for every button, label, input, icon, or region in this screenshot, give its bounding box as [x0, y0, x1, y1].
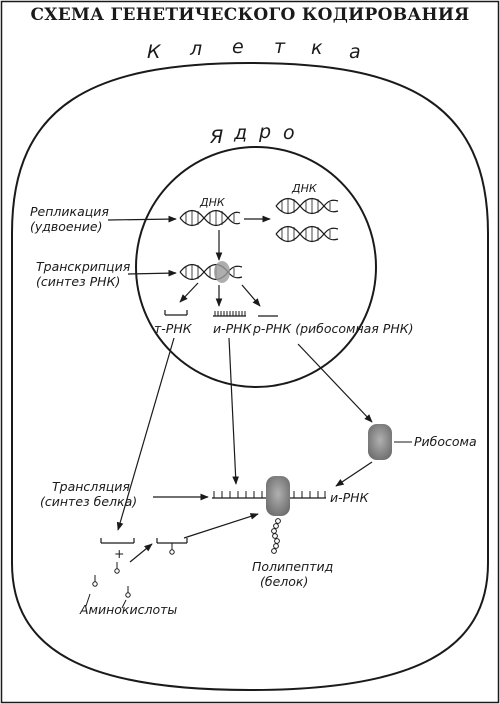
dna-transcription-helix	[179, 263, 243, 281]
t-rna-shape	[164, 310, 188, 316]
nucleus-letter: о	[283, 122, 295, 144]
amino-acids-label: Аминокислоты	[79, 602, 177, 617]
translation-label: Трансляция	[52, 479, 130, 494]
i-rna-label: и-РНК	[213, 321, 253, 336]
replication-sublabel: (удвоение)	[30, 219, 103, 234]
ribosome-translating	[266, 476, 290, 516]
nucleus	[135, 146, 377, 388]
amino-acid-loose	[114, 562, 120, 574]
cell-letter: К	[147, 41, 162, 63]
cell-letter: а	[349, 41, 361, 63]
dna-main-helix	[179, 209, 241, 227]
dna-main-label: ДНК	[199, 196, 226, 209]
ribosome-label: Рибосома	[414, 434, 477, 449]
translation-sublabel: (синтез белка)	[40, 494, 137, 509]
dna-copy-helix-1	[275, 197, 339, 215]
r-rna-label: р-РНК (рибосомная РНК)	[252, 321, 414, 336]
cell-letter: е	[232, 36, 244, 58]
plus-sign: +	[114, 546, 124, 561]
rna-polymerase-blob	[214, 261, 230, 283]
cell-membrane	[11, 61, 489, 692]
t-rna-label: т-РНК	[154, 321, 193, 336]
nucleus-label: Я д р о	[209, 121, 295, 148]
replication-arrow	[107, 215, 177, 223]
polypeptide-label: Полипептид	[252, 559, 333, 574]
transcription-arrow	[127, 269, 177, 277]
dna-copy-helix-2	[275, 225, 339, 243]
cell-letter: т	[274, 36, 286, 58]
i-rna-shape	[213, 311, 246, 317]
t-rna-charged	[156, 538, 188, 555]
polypeptide-sublabel: (белок)	[260, 574, 308, 589]
dna-copy-label: ДНК	[291, 182, 318, 195]
cell-label: К л е т к а	[147, 36, 361, 63]
transcription-label: Транскрипция	[36, 259, 131, 274]
diagram-title: СХЕМА ГЕНЕТИЧЕСКОГО КОДИРОВАНИЯ	[30, 5, 469, 25]
transcription-sublabel: (синтез РНК)	[36, 274, 120, 289]
replication-label: Репликация	[30, 204, 109, 219]
nucleus-letter: Я	[209, 126, 223, 148]
polypeptide-chain	[271, 518, 281, 554]
t-rna-free-shape	[100, 538, 135, 544]
cyto-mrna-label: и-РНК	[330, 490, 370, 505]
nucleus-arrows	[179, 215, 271, 307]
transport-arrows	[116, 337, 373, 563]
ribosome-free	[368, 424, 392, 460]
amino-acids-group	[85, 575, 131, 609]
cell-letter: к	[311, 37, 323, 59]
nucleus-letter: р	[258, 121, 271, 143]
cell-letter: л	[189, 38, 202, 60]
nucleus-letter: д	[233, 122, 247, 144]
